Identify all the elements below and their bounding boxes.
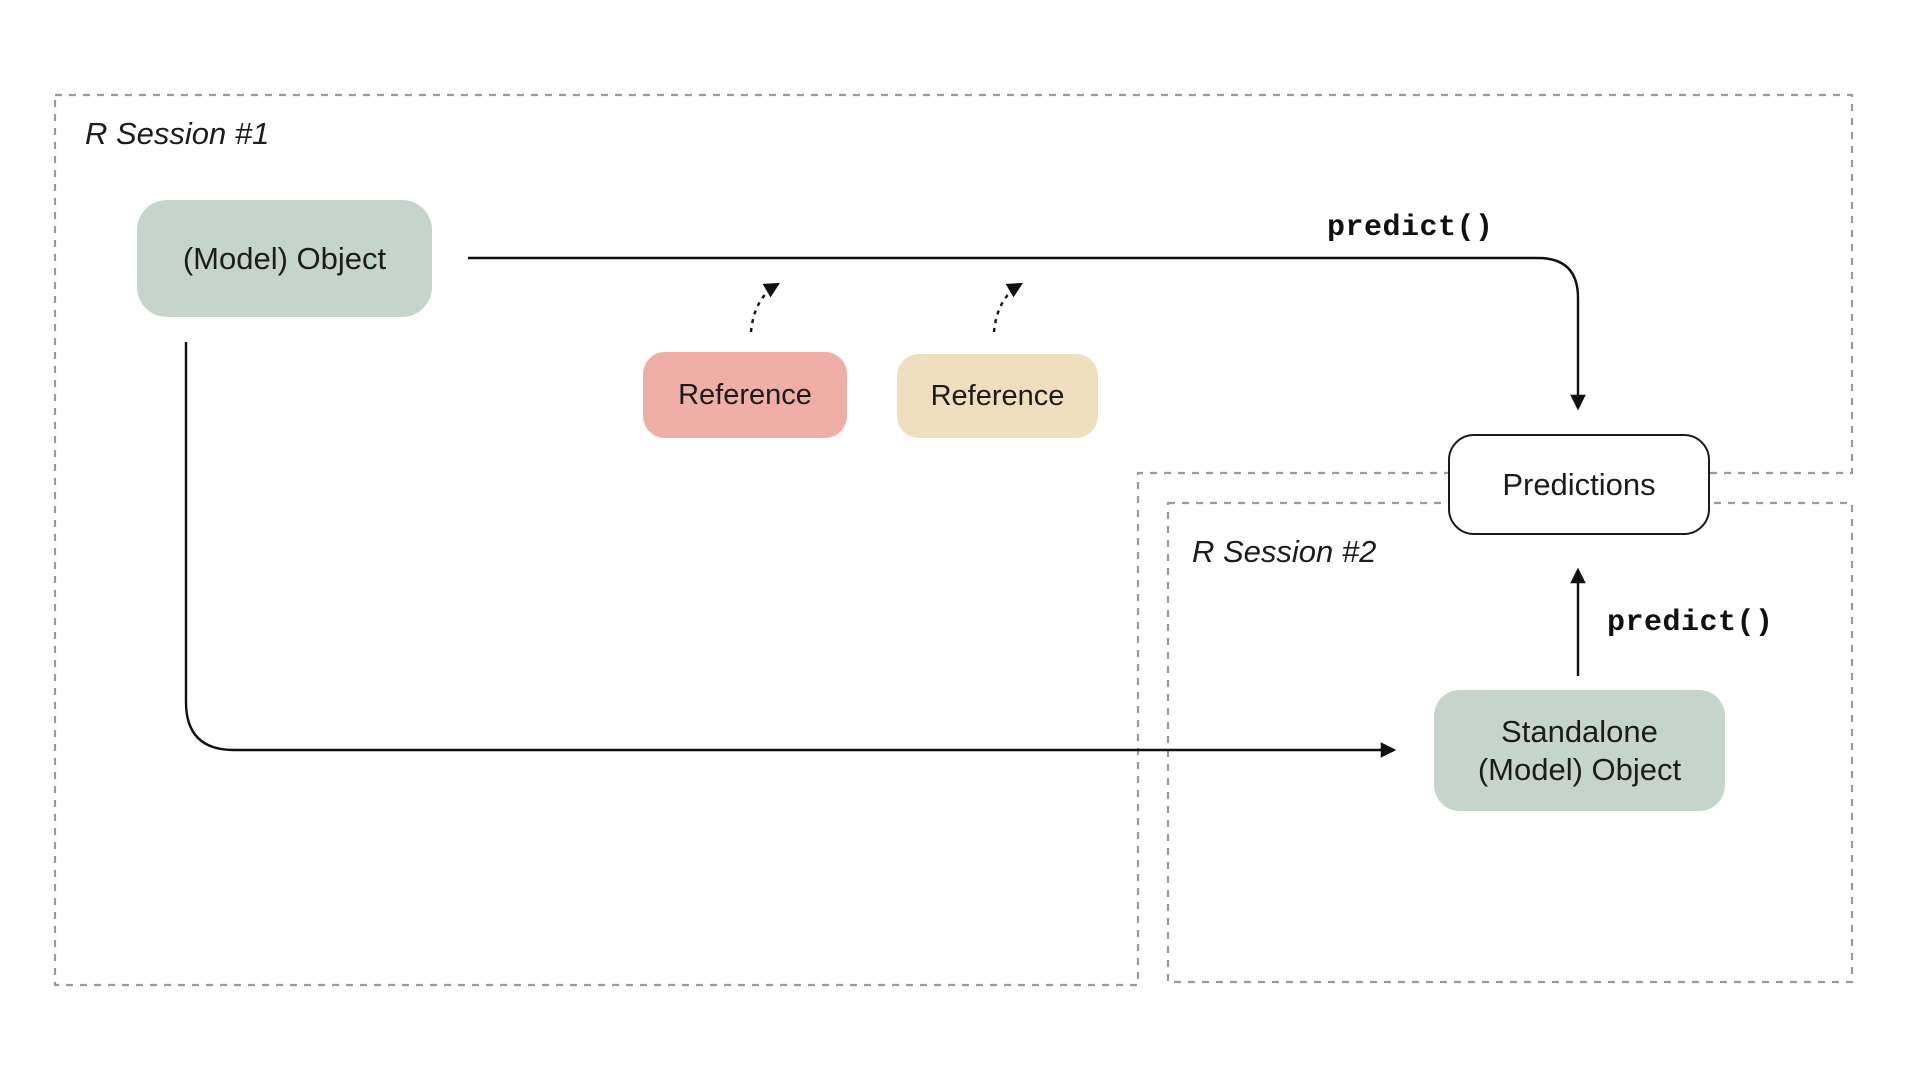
predict-arrow-session1	[468, 256, 1586, 411]
reference-tan-arrow	[992, 282, 1024, 333]
model-to-standalone-arrow	[184, 342, 1397, 758]
standalone-model-object-node: Standalone (Model) Object	[1434, 690, 1725, 811]
predict-annotation-session1: predict()	[1327, 211, 1494, 245]
session-2-label: R Session #2	[1192, 534, 1377, 569]
session-1-label: R Session #1	[85, 116, 270, 151]
reference-red-arrow	[749, 282, 781, 333]
reference-red-node: Reference	[643, 352, 847, 438]
session-1-border	[53, 93, 1854, 987]
reference-tan-node: Reference	[897, 354, 1098, 438]
predict-annotation-session2: predict()	[1607, 606, 1774, 640]
predictions-node: Predictions	[1448, 434, 1710, 535]
session-2-border	[1166, 501, 1854, 984]
model-object-node: (Model) Object	[137, 200, 432, 317]
